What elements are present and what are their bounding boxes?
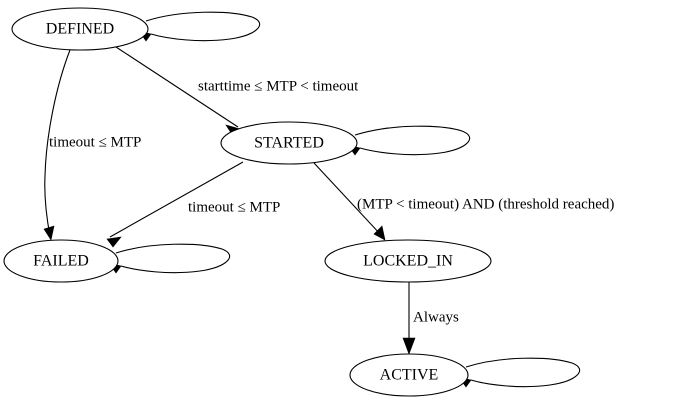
edge-label-started-to-failed: timeout ≤ MTP [188, 199, 280, 215]
edge-defined-self-loop[interactable] [138, 11, 261, 42]
node-active[interactable]: ACTIVE [349, 353, 469, 397]
edge-defined-to-failed[interactable] [43, 49, 71, 241]
edge-defined-self-loop-path [145, 11, 261, 42]
node-defined-label: DEFINED [46, 21, 114, 38]
node-locked-in-label: LOCKED_IN [363, 253, 453, 270]
edge-started-to-locked-in-arrowhead [373, 225, 386, 241]
edge-started-to-failed-arrowhead [106, 236, 122, 248]
edge-failed-self-loop-path [115, 243, 231, 274]
edge-active-self-loop-path [465, 357, 581, 388]
edge-started-self-loop[interactable] [347, 125, 471, 156]
node-locked-in[interactable]: LOCKED_IN [324, 239, 492, 283]
edge-locked-in-to-active-arrowhead [402, 337, 416, 355]
edge-started-to-failed[interactable] [106, 161, 244, 248]
node-failed[interactable]: FAILED [3, 239, 119, 283]
node-started[interactable]: STARTED [220, 121, 358, 165]
node-active-ellipse [349, 353, 469, 397]
edge-defined-to-failed-arrowhead [43, 225, 55, 241]
edge-label-defined-to-failed: timeout ≤ MTP [49, 134, 141, 150]
node-locked-in-ellipse [324, 239, 492, 283]
node-failed-label: FAILED [33, 253, 89, 270]
node-active-label: ACTIVE [380, 367, 439, 384]
edge-started-to-locked-in[interactable] [313, 162, 386, 241]
edge-started-self-loop-path [354, 125, 471, 156]
node-started-label: STARTED [254, 135, 324, 152]
edge-defined-to-failed-path [44, 49, 71, 237]
edge-started-to-locked-in-path [313, 162, 383, 237]
edge-label-started-to-locked-in: (MTP < timeout) AND (threshold reached) [357, 196, 614, 212]
node-defined-ellipse [11, 7, 149, 51]
edge-active-self-loop[interactable] [458, 357, 581, 388]
edge-label-defined-to-started: starttime ≤ MTP < timeout [198, 78, 359, 94]
node-started-ellipse [220, 121, 358, 165]
edge-started-to-failed-path [109, 161, 244, 238]
node-failed-ellipse [3, 239, 119, 283]
edge-defined-to-started-path [115, 46, 239, 128]
node-defined[interactable]: DEFINED [11, 7, 149, 51]
edge-failed-self-loop[interactable] [108, 243, 231, 274]
edge-locked-in-to-active[interactable] [402, 282, 416, 355]
edge-label-locked-in-to-active: Always [413, 309, 459, 325]
